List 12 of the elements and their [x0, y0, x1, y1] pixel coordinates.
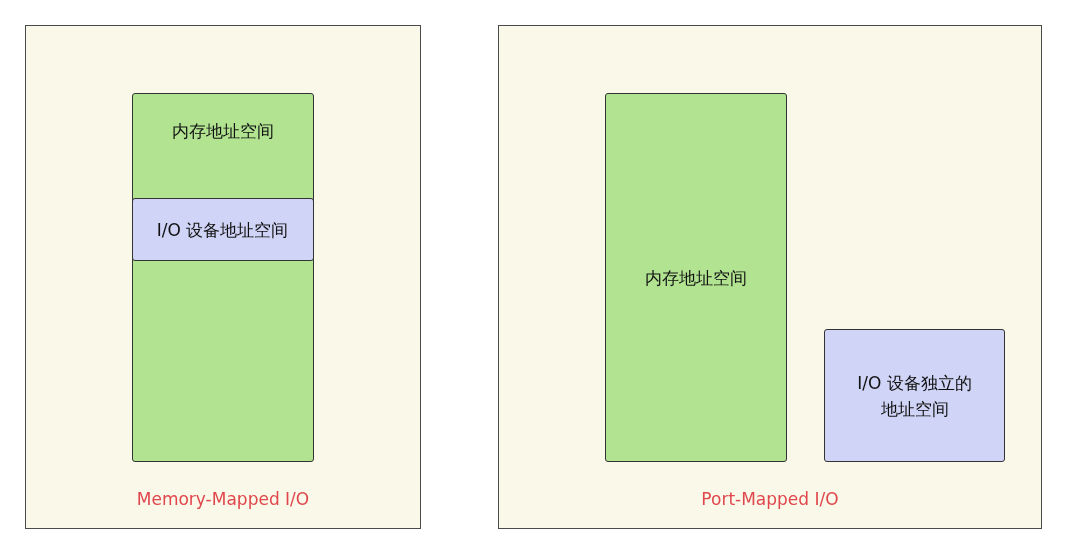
panel-frame	[498, 25, 1042, 529]
io-space-box	[131, 198, 314, 261]
space-label: I/O 设备独立的地址空间	[856, 371, 973, 421]
io-space-box	[824, 329, 1005, 462]
memory-space-box	[605, 93, 787, 462]
panel-title: Memory-Mapped I/O	[135, 488, 311, 511]
space-label: I/O 设备地址空间	[155, 218, 290, 242]
space-label: 内存地址空间	[644, 266, 748, 290]
panel-frame	[25, 25, 421, 529]
panel-title: Port-Mapped I/O	[700, 488, 840, 511]
space-label: 内存地址空间	[171, 120, 275, 143]
memory-space-box	[132, 93, 314, 462]
